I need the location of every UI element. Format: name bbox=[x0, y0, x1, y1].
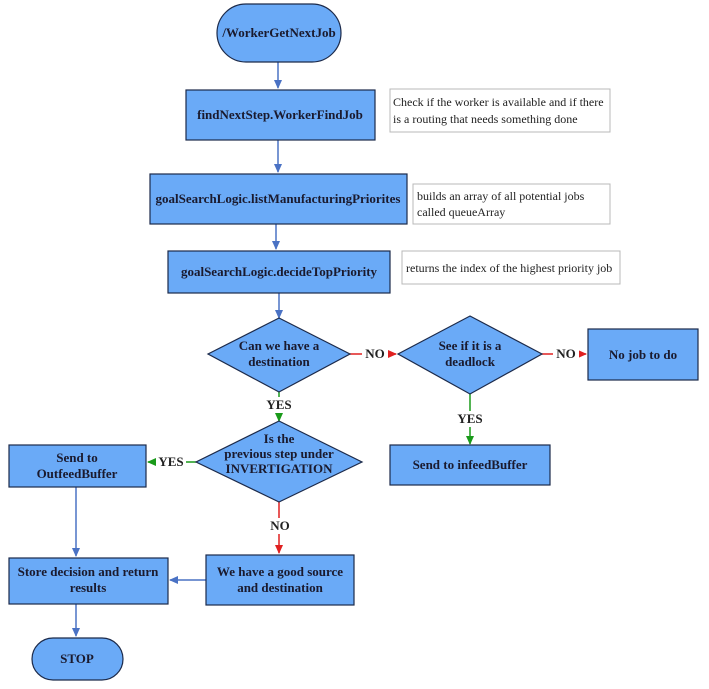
edge-label-no-deadlock: NO bbox=[556, 346, 576, 361]
previous-step-line-1: Is the bbox=[264, 431, 295, 446]
start-node: /WorkerGetNextJob bbox=[216, 3, 342, 63]
find-job-node-label: findNextStep.WorkerFindJob bbox=[197, 107, 363, 122]
deadlock-line-1: See if it is a bbox=[439, 338, 502, 353]
previous-step-line-2: previous step under bbox=[224, 446, 334, 461]
start-node-label: /WorkerGetNextJob bbox=[221, 25, 335, 40]
send-infeed-node: Send to infeedBuffer bbox=[389, 444, 551, 486]
decide-top-node: goalSearchLogic.decideTopPriority bbox=[167, 250, 391, 294]
note-list-priorities-line-2: called queueArray bbox=[417, 205, 505, 219]
edge-label-yes-destination: YES bbox=[266, 397, 291, 412]
note-decide-top-line-1: returns the index of the highest priorit… bbox=[406, 261, 612, 275]
send-outfeed-line-1: Send to bbox=[56, 450, 98, 465]
have-destination-line-1: Can we have a bbox=[239, 338, 320, 353]
edge-label-no-previous: NO bbox=[270, 518, 290, 533]
no-job-node-label: No job to do bbox=[609, 347, 677, 362]
stop-node-label: STOP bbox=[60, 651, 94, 666]
no-job-node: No job to do bbox=[587, 328, 699, 381]
note-find-job-line-1: Check if the worker is available and if … bbox=[393, 95, 604, 109]
send-infeed-node-label: Send to infeedBuffer bbox=[413, 457, 528, 472]
edge-label-yes-previous: YES bbox=[158, 454, 183, 469]
have-destination-decision: Can we have a destination bbox=[206, 317, 352, 393]
edge-label-no-destination: NO bbox=[365, 346, 385, 361]
note-list-priorities: builds an array of all potential jobs ca… bbox=[412, 183, 611, 225]
note-decide-top: returns the index of the highest priorit… bbox=[401, 250, 621, 285]
deadlock-line-2: deadlock bbox=[445, 354, 496, 369]
note-list-priorities-line-1: builds an array of all potential jobs bbox=[417, 189, 585, 203]
good-source-line-1: We have a good source bbox=[217, 564, 343, 579]
store-decision-line-1: Store decision and return bbox=[18, 564, 159, 579]
store-decision-line-2: results bbox=[70, 580, 107, 595]
find-job-node: findNextStep.WorkerFindJob bbox=[185, 89, 376, 141]
have-destination-line-2: destination bbox=[248, 354, 310, 369]
send-outfeed-node: Send to OutfeedBuffer bbox=[8, 444, 147, 488]
note-find-job: Check if the worker is available and if … bbox=[389, 88, 611, 133]
note-find-job-line-2: is a routing that needs something done bbox=[393, 112, 578, 126]
deadlock-decision: See if it is a deadlock bbox=[396, 315, 544, 395]
previous-step-line-3: INVERTIGATION bbox=[226, 461, 334, 476]
send-outfeed-line-2: OutfeedBuffer bbox=[37, 466, 118, 481]
good-source-line-2: and destination bbox=[237, 580, 323, 595]
previous-step-decision: Is the previous step under INVERTIGATION bbox=[194, 420, 364, 503]
list-priorities-node: goalSearchLogic.listManufacturingPriorit… bbox=[149, 173, 408, 225]
decide-top-node-label: goalSearchLogic.decideTopPriority bbox=[181, 264, 378, 279]
store-decision-node: Store decision and return results bbox=[8, 557, 169, 605]
list-priorities-node-label: goalSearchLogic.listManufacturingPriorit… bbox=[156, 191, 401, 206]
edge-label-yes-deadlock: YES bbox=[457, 411, 482, 426]
stop-node: STOP bbox=[31, 637, 124, 681]
good-source-node: We have a good source and destination bbox=[205, 554, 355, 606]
